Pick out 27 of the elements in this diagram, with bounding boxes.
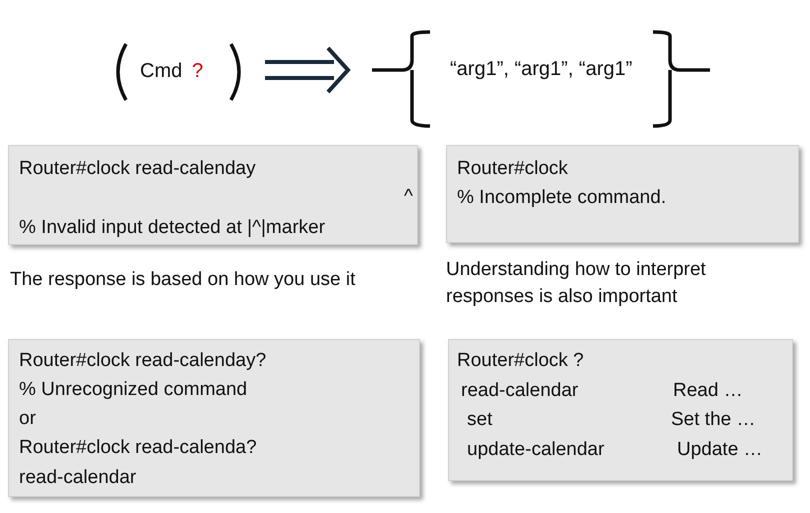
console-text: update-calendar (467, 439, 604, 461)
note-text: Understanding how to interpret responses is also important (446, 258, 707, 309)
console-text: Router#clock (457, 158, 568, 180)
question-mark: ? (192, 60, 204, 82)
argument-list: “arg1”, “arg1”, “arg1” (450, 58, 632, 80)
console-text: ^ (404, 186, 413, 208)
console-text: Router#clock read-calenda? (19, 437, 257, 459)
command-text: Cmd (140, 60, 182, 82)
console-text: Router#clock ? (457, 350, 584, 372)
console-text: % Incomplete command. (457, 187, 666, 209)
console-text: Read … (673, 380, 743, 402)
console-output-box (8, 339, 420, 497)
console-text: Update … (677, 439, 763, 461)
console-text: Router#clock read-calenday? (19, 350, 266, 372)
console-text: % Unrecognized command (19, 379, 248, 401)
console-output-box (446, 145, 799, 243)
console-output-box (448, 339, 793, 481)
console-text: read-calendar (19, 467, 136, 489)
note-text: The response is based on how you use it (10, 268, 356, 292)
console-output-box (8, 145, 418, 245)
console-text: set (467, 409, 492, 431)
console-text: Set the … (671, 409, 756, 431)
console-text: or (19, 408, 36, 430)
console-text: Router#clock read-calenday (19, 158, 256, 180)
console-text: % Invalid input detected at |^|marker (19, 217, 326, 239)
console-text: read-calendar (461, 380, 578, 402)
double-arrow (263, 46, 351, 94)
